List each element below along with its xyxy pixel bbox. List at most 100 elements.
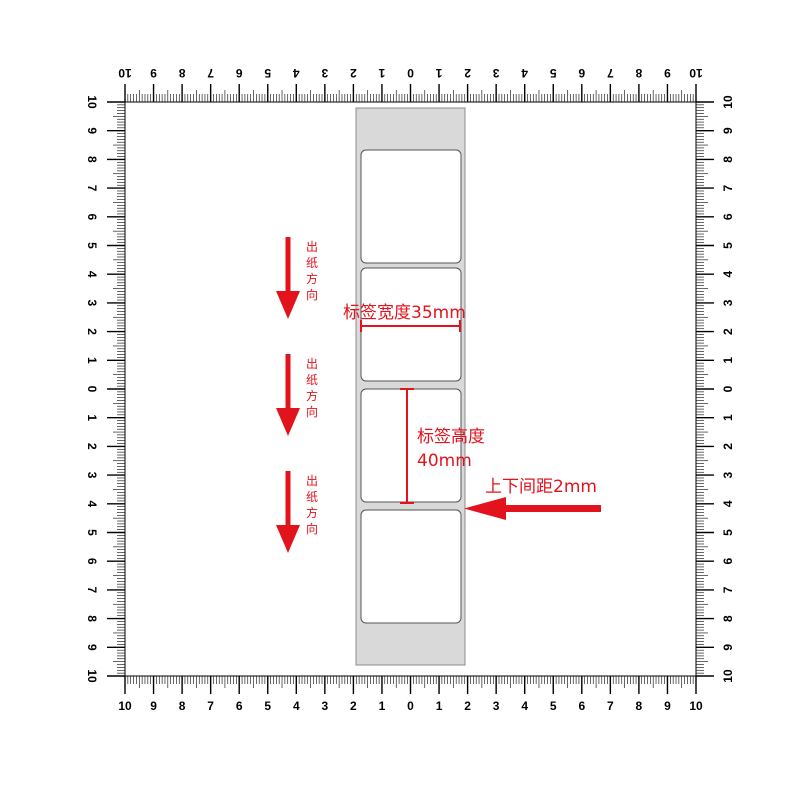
ruler-number: 7	[721, 586, 735, 593]
ruler-number: 6	[578, 699, 585, 713]
ruler-number: 8	[85, 156, 99, 163]
feed-direction-char: 向	[306, 521, 318, 536]
ruler-number: 5	[264, 699, 271, 713]
ruler-number: 10	[689, 699, 703, 713]
ruler-number: 4	[521, 699, 528, 713]
ruler-number: 1	[436, 699, 443, 713]
ruler-number: 8	[635, 66, 642, 80]
ruler-tick-marks	[107, 84, 714, 694]
gap-text: 上下间距2mm	[485, 477, 597, 497]
ruler-number: 7	[207, 66, 214, 80]
ruler-number: 5	[85, 529, 99, 536]
label-height-text-line1: 标签高度	[417, 427, 485, 447]
ruler-number: 2	[85, 443, 99, 450]
feed-arrow-shaft	[285, 354, 291, 412]
ruler-number: 1	[435, 66, 442, 80]
ruler-number: 5	[550, 66, 557, 80]
feed-direction-char: 方	[306, 505, 318, 520]
ruler-number: 4	[521, 66, 528, 80]
ruler-number: 10	[118, 66, 132, 80]
feed-arrow-shaft	[285, 471, 291, 529]
label-4	[360, 509, 462, 624]
ruler-number: 1	[378, 66, 385, 80]
feed-direction-char: 出	[306, 240, 318, 254]
ruler-number: 3	[321, 66, 328, 80]
ruler-number: 2	[721, 443, 735, 450]
ruler-number: 5	[721, 529, 735, 536]
ruler-number: 8	[85, 615, 99, 622]
ruler-number: 10	[85, 669, 99, 683]
ruler-number: 0	[721, 385, 735, 392]
ruler-number: 9	[150, 66, 157, 80]
ruler-number: 4	[293, 699, 300, 713]
ruler-number: 9	[721, 127, 735, 134]
ruler-number: 1	[721, 414, 735, 421]
ruler-number: 7	[607, 699, 614, 713]
ruler-number: 7	[85, 587, 99, 594]
feed-direction-char: 纸	[306, 256, 318, 270]
ruler-number: 4	[85, 500, 99, 507]
height-dimension	[400, 388, 414, 504]
ruler-number: 9	[664, 699, 671, 713]
ruler-number: 0	[85, 386, 99, 393]
feed-direction-char: 方	[306, 271, 318, 286]
ruler-number: 7	[607, 66, 614, 80]
ruler-number: 9	[85, 127, 99, 134]
ruler-number: 8	[721, 615, 735, 622]
ruler-number: 6	[578, 66, 585, 80]
ruler-number: 6	[721, 213, 735, 220]
ruler-number: 10	[721, 95, 735, 109]
ruler-number: 6	[85, 558, 99, 565]
label-width-text: 标签宽度35mm	[343, 303, 466, 323]
ruler-number: 10	[721, 669, 735, 683]
ruler-number: 9	[664, 66, 671, 80]
ruler-number: 3	[85, 472, 99, 479]
feed-direction-char: 纸	[306, 373, 318, 387]
feed-arrow-head	[276, 291, 300, 319]
feed-arrow-head	[276, 525, 300, 553]
label-1	[360, 149, 462, 264]
ruler-number: 5	[264, 66, 271, 80]
ruler-number: 3	[492, 66, 499, 80]
ruler-number: 4	[721, 500, 735, 507]
feed-direction-char: 方	[306, 388, 318, 403]
ruler-number: 7	[85, 185, 99, 192]
ruler-number: 3	[493, 699, 500, 713]
feed-arrow-shaft	[285, 237, 291, 295]
ruler-number: 3	[85, 300, 99, 307]
feed-arrow-head	[276, 408, 300, 436]
width-dimension	[360, 320, 461, 332]
ruler-number: 1	[379, 699, 386, 713]
ruler-number: 5	[550, 699, 557, 713]
ruler-number: 8	[178, 66, 185, 80]
ruler-number: 2	[464, 699, 471, 713]
feed-direction-char: 纸	[306, 490, 318, 504]
ruler-number: 2	[85, 328, 99, 335]
ruler-number: 2	[350, 699, 357, 713]
ruler-number: 2	[350, 66, 357, 80]
ruler-number: 2	[721, 328, 735, 335]
ruler-number: 8	[636, 699, 643, 713]
ruler-number: 3	[322, 699, 329, 713]
ruler-number: 0	[407, 66, 414, 80]
feed-direction-char: 向	[306, 404, 318, 419]
ruler-number: 3	[721, 471, 735, 478]
label-2	[360, 267, 462, 382]
ruler-number: 6	[85, 213, 99, 220]
ruler-number: 2	[464, 66, 471, 80]
ruler-number: 7	[721, 184, 735, 191]
feed-direction-char: 出	[306, 474, 318, 488]
gap-arrow	[464, 497, 601, 520]
ruler-number: 1	[721, 357, 735, 364]
ruler-number: 8	[721, 156, 735, 163]
ruler-number: 10	[689, 66, 703, 80]
ruler-number: 6	[236, 66, 243, 80]
ruler-number: 9	[150, 699, 157, 713]
ruler-number: 6	[721, 558, 735, 565]
ruler-number: 5	[85, 242, 99, 249]
feed-direction-char: 向	[306, 287, 318, 302]
ruler-number: 8	[179, 699, 186, 713]
